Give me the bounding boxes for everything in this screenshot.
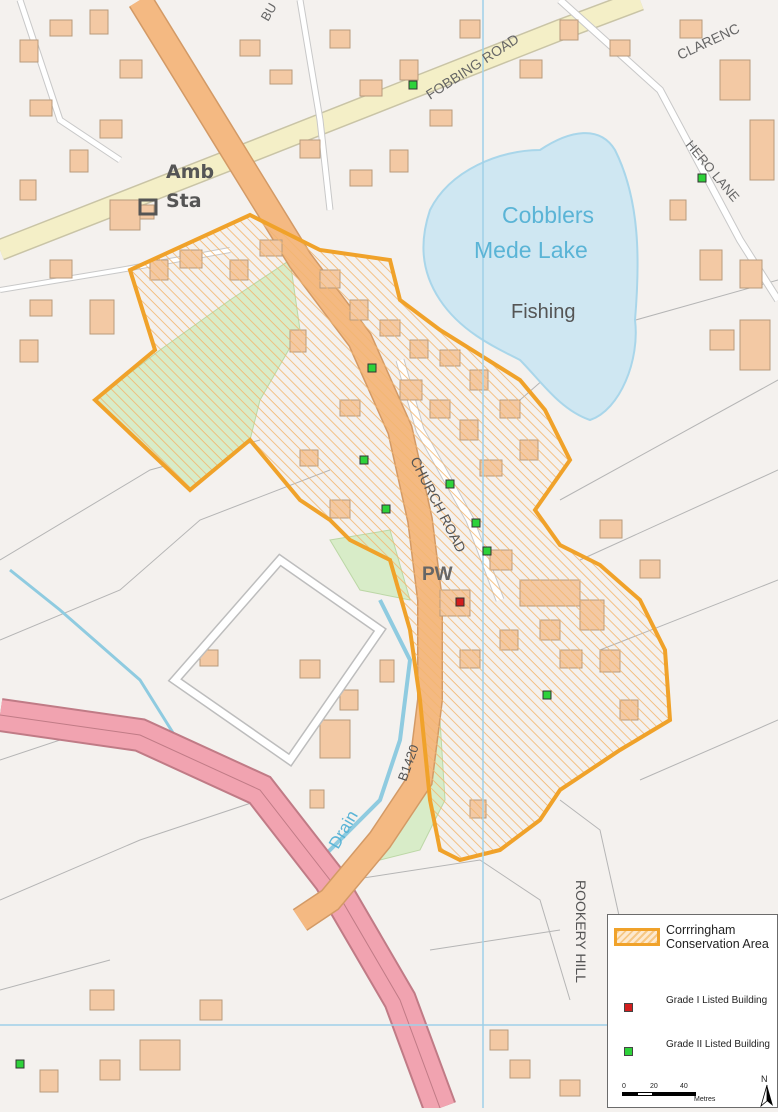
label-lake-1: Cobblers — [502, 202, 594, 228]
drain — [318, 599, 413, 862]
legend-grade-ii: Grade II Listed Building — [666, 1039, 770, 1050]
scale-tick-20: 20 — [650, 1083, 658, 1090]
motorway — [0, 698, 456, 1108]
grade-i-building[interactable] — [455, 597, 465, 607]
north-label: N — [761, 1074, 768, 1084]
conservation-area-boundary — [91, 212, 673, 863]
label-fishing: Fishing — [511, 301, 575, 323]
scale-segment — [682, 1092, 696, 1096]
grade-ii-building[interactable] — [697, 173, 707, 183]
grade-ii-building[interactable] — [381, 504, 391, 514]
legend-grade-i: Grade I Listed Building — [666, 995, 768, 1006]
grade-ii-building[interactable] — [471, 518, 481, 528]
grade-ii-swatch — [624, 1047, 633, 1056]
label-lake-2: Mede Lake — [474, 237, 588, 263]
conservation-area-swatch — [614, 928, 660, 946]
label-sta: Sta — [166, 190, 202, 212]
grade-ii-building[interactable] — [359, 455, 369, 465]
label-bu: BU — [258, 0, 280, 23]
label-drain: Drain — [325, 807, 362, 852]
scale-tick-0: 0 — [622, 1083, 626, 1090]
scale-segment — [652, 1092, 683, 1096]
scale-bar: 0 20 40 Metres — [622, 1083, 778, 1109]
grade-ii-building[interactable] — [445, 479, 455, 489]
grade-ii-building[interactable] — [482, 546, 492, 556]
scale-segment — [622, 1092, 638, 1096]
scale-unit: Metres — [694, 1096, 716, 1103]
label-rookery-hill: ROOKERY HILL — [573, 880, 589, 983]
grade-ii-building[interactable] — [542, 690, 552, 700]
grade-ii-building[interactable] — [408, 80, 418, 90]
listed-buildings — [15, 80, 707, 1069]
grade-ii-building[interactable] — [15, 1059, 25, 1069]
map-legend: Corrringham Conservation Area Grade I Li… — [607, 914, 778, 1108]
grade-ii-building[interactable] — [367, 363, 377, 373]
label-amb: Amb — [166, 161, 214, 183]
grade-i-swatch — [624, 1003, 633, 1012]
label-pw: PW — [422, 564, 453, 585]
cobblers-mede-lake — [422, 132, 639, 422]
north-arrow-icon: N — [758, 1074, 776, 1108]
scale-segment — [637, 1092, 653, 1096]
legend-conservation-area: Corrringham Conservation Area — [666, 923, 769, 951]
scale-tick-40: 40 — [680, 1083, 688, 1090]
